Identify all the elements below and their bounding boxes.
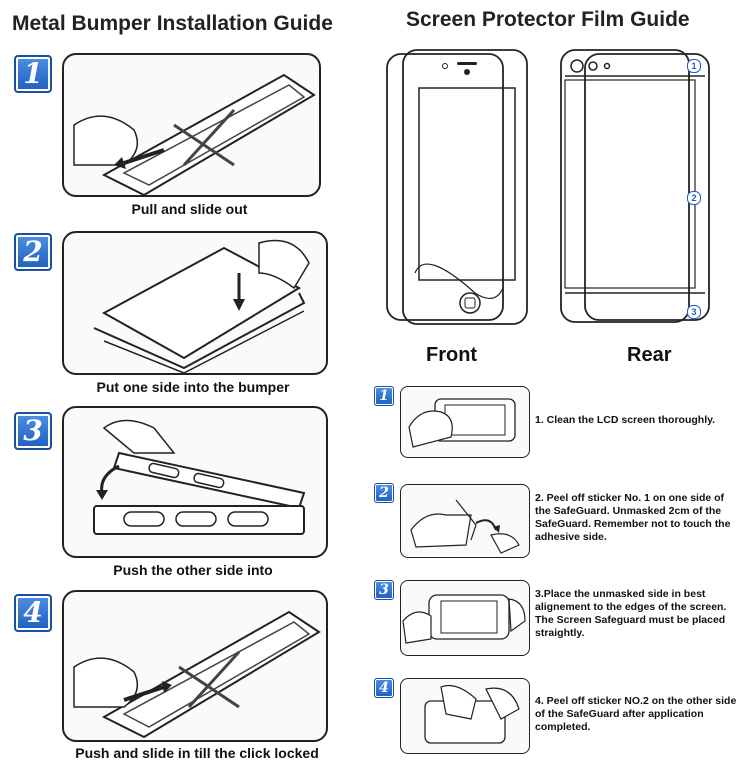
film-step-1-text: 1. Clean the LCD screen thoroughly.	[535, 414, 716, 426]
film-step-4-text: 4. Peel off sticker NO.2 on the other si…	[535, 695, 737, 733]
rear-label: Rear	[627, 344, 672, 366]
film-step-1-illustration	[400, 386, 530, 458]
bumper-guide-title: Metal Bumper Installation Guide	[12, 12, 333, 35]
step-1-badge: 1	[14, 55, 52, 93]
front-label: Front	[426, 344, 478, 366]
bumper-step-3-illustration	[62, 406, 328, 558]
film-step-3-illustration	[400, 580, 530, 656]
rear-marker-3: 3	[687, 305, 701, 319]
bumper-step-1-caption: Pull and slide out	[131, 201, 248, 217]
bumper-step-3-caption: Push the other side into	[113, 562, 273, 578]
film-step-4-illustration	[400, 678, 530, 754]
film-step-3-text: 3.Place the unmasked side in best aligne…	[535, 588, 727, 639]
rear-phone-diagram	[555, 48, 715, 328]
film-guide-title: Screen Protector Film Guide	[406, 8, 690, 31]
bumper-step-1-illustration	[62, 53, 321, 197]
film-step-2-text: 2. Peel off sticker No. 1 on one side of…	[535, 492, 731, 543]
rear-marker-1: 1	[687, 59, 701, 73]
film-step-2-badge: 2	[374, 483, 394, 503]
film-step-2-illustration	[400, 484, 530, 558]
film-step-3-badge: 3	[374, 580, 394, 600]
rear-marker-2: 2	[687, 191, 701, 205]
step-2-badge: 2	[14, 233, 52, 271]
film-step-4-badge: 4	[374, 678, 394, 698]
film-step-1-badge: 1	[374, 386, 394, 406]
step-3-badge: 3	[14, 412, 52, 450]
bumper-step-4-illustration	[62, 590, 328, 742]
bumper-step-2-caption: Put one side into the bumper	[96, 379, 290, 395]
step-4-badge: 4	[14, 594, 52, 632]
bumper-step-4-caption: Push and slide in till the click locked	[75, 745, 319, 761]
front-phone-diagram	[385, 48, 545, 328]
bumper-step-2-illustration	[62, 231, 328, 375]
